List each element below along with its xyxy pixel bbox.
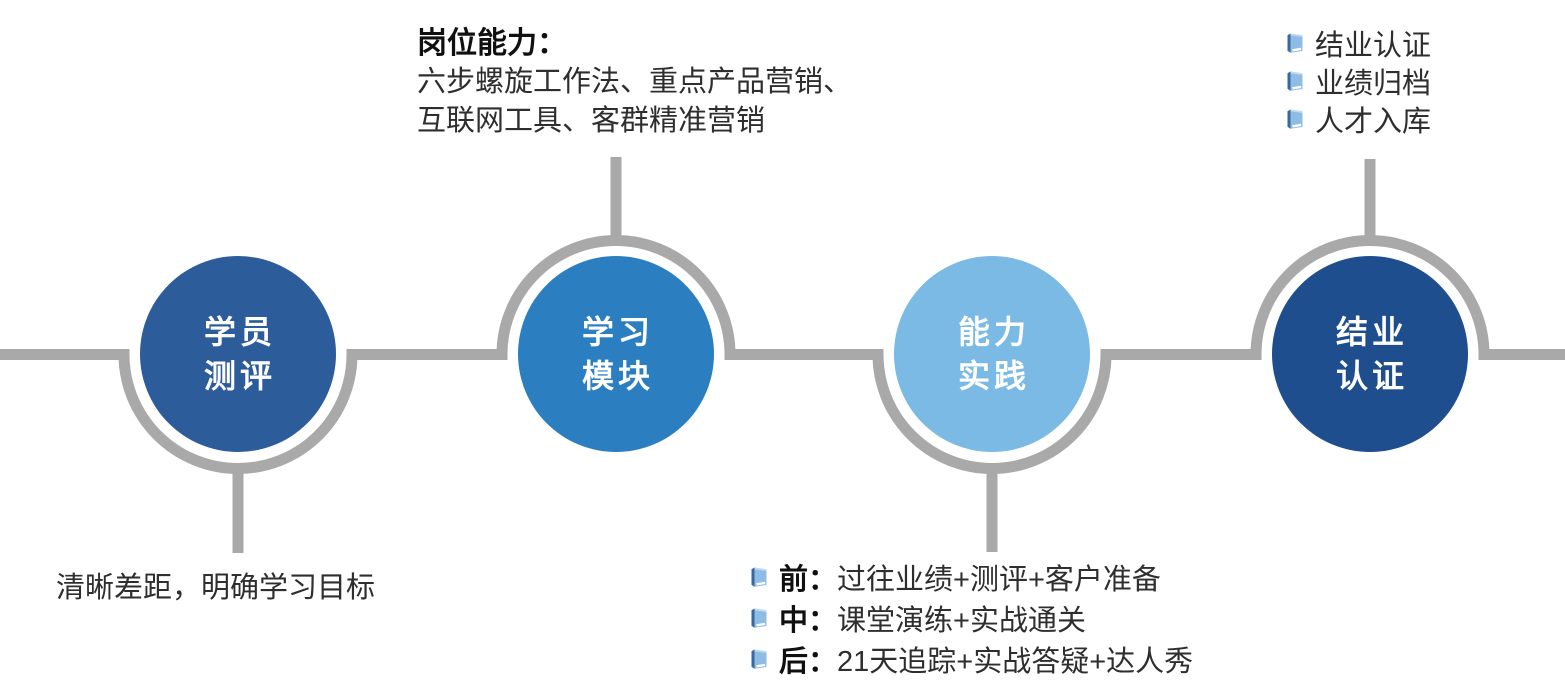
list-item: 后： 21天追踪+实战答疑+达人秀 — [750, 638, 1193, 679]
step-circle-graduation-certification: 结业 认证 — [1272, 256, 1468, 452]
step-label-line1: 结业 — [1335, 314, 1408, 350]
step-circle-learning-modules: 学习 模块 — [518, 256, 714, 452]
book-icon — [1287, 71, 1303, 91]
position-skills-line2: 互联网工具、客群精准营销 — [417, 105, 766, 137]
list-item: 人才入库 — [1286, 100, 1431, 138]
book-icon — [1287, 33, 1303, 53]
assessment-goal-note: 清晰差距，明确学习目标 — [56, 572, 376, 604]
list-item: 业绩归档 — [1286, 62, 1431, 100]
cert-item-label: 结业认证 — [1315, 30, 1432, 62]
step-label-line1: 学习 — [581, 314, 654, 350]
step-circle-skill-practice: 能力 实践 — [894, 256, 1090, 452]
phase-label: 前： — [779, 563, 838, 596]
step-label-line2: 认证 — [1335, 358, 1408, 394]
position-skills-note: 岗位能力： 六步螺旋工作法、重点产品营销、 互联网工具、客群精准营销 — [417, 24, 852, 141]
step-label-line2: 实践 — [957, 358, 1030, 394]
step-label-line2: 模块 — [581, 358, 654, 394]
practice-phase-list: 前： 过往业绩+测评+客户准备 中： 课堂演练+实战通关 后： 21天追踪+实战… — [750, 556, 1193, 679]
cert-item-label: 人才入库 — [1315, 106, 1432, 138]
step-label-line1: 能力 — [957, 314, 1030, 350]
step-circle-student-assessment: 学员 测评 — [140, 256, 336, 452]
cert-item-label: 业绩归档 — [1315, 68, 1432, 100]
phase-label: 后： — [779, 645, 838, 678]
book-icon — [751, 649, 767, 669]
track-path — [0, 235, 1565, 474]
phase-text: 课堂演练+实战通关 — [837, 604, 1086, 637]
phase-text: 过往业绩+测评+客户准备 — [837, 563, 1161, 596]
book-icon — [1287, 109, 1303, 129]
phase-label: 中： — [779, 604, 838, 637]
list-item: 结业认证 — [1286, 24, 1431, 62]
phase-text: 21天追踪+实战答疑+达人秀 — [837, 645, 1194, 678]
step-label-line2: 测评 — [203, 358, 276, 394]
position-skills-line1: 六步螺旋工作法、重点产品营销、 — [417, 66, 853, 98]
list-item: 前： 过往业绩+测评+客户准备 — [750, 556, 1193, 597]
book-icon — [751, 608, 767, 628]
step-label-line1: 学员 — [203, 314, 276, 350]
position-skills-title: 岗位能力： — [417, 27, 567, 60]
list-item: 中： 课堂演练+实战通关 — [750, 597, 1193, 638]
certification-outcome-list: 结业认证 业绩归档 人才入库 — [1286, 24, 1431, 138]
book-icon — [751, 567, 767, 587]
